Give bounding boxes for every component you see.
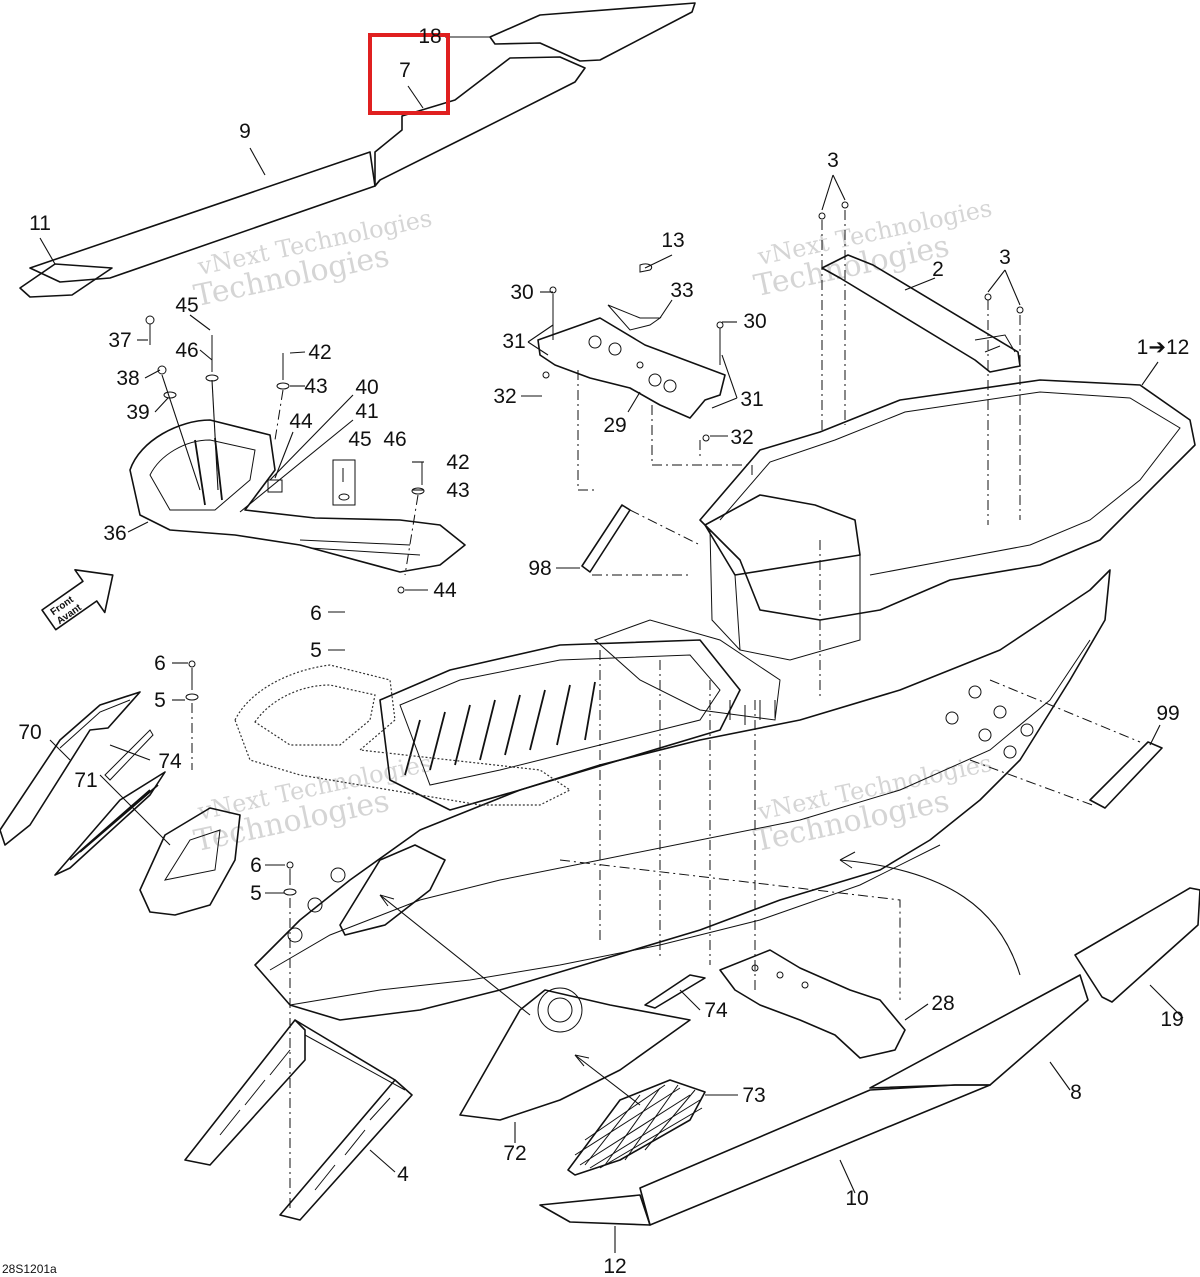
callout-74[interactable]: 74: [158, 750, 182, 773]
front-direction-arrow: Front Avant: [41, 569, 114, 631]
watermarks: vNext Technologies Technologies vNext Te…: [191, 194, 995, 859]
callout-40[interactable]: 40: [355, 376, 378, 399]
callout-70[interactable]: 70: [18, 721, 41, 744]
callout-19[interactable]: 19: [1160, 1008, 1183, 1031]
callout-3[interactable]: 3: [827, 149, 839, 172]
callout-33[interactable]: 33: [670, 279, 693, 302]
highlight-box-part-7[interactable]: [368, 33, 450, 115]
callout-46[interactable]: 46: [175, 339, 198, 362]
callout-30[interactable]: 30: [510, 281, 533, 304]
callout-45[interactable]: 45: [348, 428, 371, 451]
callout-4[interactable]: 4: [397, 1163, 409, 1186]
callout-73[interactable]: 73: [742, 1084, 765, 1107]
callout-31[interactable]: 31: [502, 330, 525, 353]
callout-72[interactable]: 72: [503, 1142, 526, 1165]
leader-lines: [39, 36, 1184, 1253]
callout-13[interactable]: 13: [661, 229, 684, 252]
callout-41[interactable]: 41: [355, 400, 378, 423]
callout-38[interactable]: 38: [116, 367, 139, 390]
callout-7[interactable]: 7: [399, 59, 411, 82]
callout-18[interactable]: 18: [418, 25, 441, 48]
callout-98[interactable]: 98: [528, 557, 551, 580]
callout-9[interactable]: 9: [239, 120, 251, 143]
callout-42[interactable]: 42: [308, 341, 331, 364]
callout-labels: 18 7 9 11 3 3 2 13 30 33 31 32 29 30 31 …: [18, 25, 1189, 1277]
callout-99[interactable]: 99: [1156, 702, 1179, 725]
callout-37[interactable]: 37: [108, 329, 131, 352]
callout-43[interactable]: 43: [304, 375, 327, 398]
figure-reference: 28S1201a: [2, 1262, 57, 1276]
callout-6[interactable]: 6: [250, 854, 262, 877]
callout-32[interactable]: 32: [493, 385, 516, 408]
callout-74[interactable]: 74: [704, 999, 728, 1022]
callout-39[interactable]: 39: [126, 401, 149, 424]
callout-5[interactable]: 5: [154, 689, 166, 712]
callout-31[interactable]: 31: [740, 388, 763, 411]
callout-8[interactable]: 8: [1070, 1081, 1082, 1104]
rear-grab-rail: [129, 315, 466, 594]
callout-32[interactable]: 32: [730, 426, 753, 449]
top-mats: [19, 2, 696, 298]
callout-36[interactable]: 36: [103, 522, 126, 545]
callout-12[interactable]: 12: [603, 1255, 626, 1277]
handle-bar-assembly: [818, 201, 1024, 525]
callout-5[interactable]: 5: [250, 882, 262, 905]
bottom-parts: [184, 861, 906, 1221]
callout-2[interactable]: 2: [932, 258, 944, 281]
callout-6[interactable]: 6: [154, 652, 166, 675]
callout-30[interactable]: 30: [743, 310, 766, 333]
callout-42[interactable]: 42: [446, 451, 469, 474]
callout-44[interactable]: 44: [433, 579, 457, 602]
callout-3[interactable]: 3: [999, 246, 1011, 269]
mounting-plate: [537, 263, 753, 491]
grille-mesh: [574, 1084, 703, 1169]
callout-45[interactable]: 45: [175, 294, 198, 317]
hull-body: [234, 379, 1196, 1021]
callout-71[interactable]: 71: [74, 769, 97, 792]
callout-5[interactable]: 5: [310, 639, 322, 662]
callout-29[interactable]: 29: [603, 414, 626, 437]
callout-46[interactable]: 46: [383, 428, 406, 451]
callout-10[interactable]: 10: [845, 1187, 868, 1210]
callout-1-to-12[interactable]: 1➔12: [1137, 336, 1190, 359]
front-side-parts: [0, 660, 241, 916]
side-mats: [539, 887, 1200, 1226]
callout-28[interactable]: 28: [931, 992, 954, 1015]
callout-44[interactable]: 44: [289, 410, 313, 433]
callout-6[interactable]: 6: [310, 602, 322, 625]
callout-11[interactable]: 11: [29, 212, 51, 235]
callout-43[interactable]: 43: [446, 479, 469, 502]
